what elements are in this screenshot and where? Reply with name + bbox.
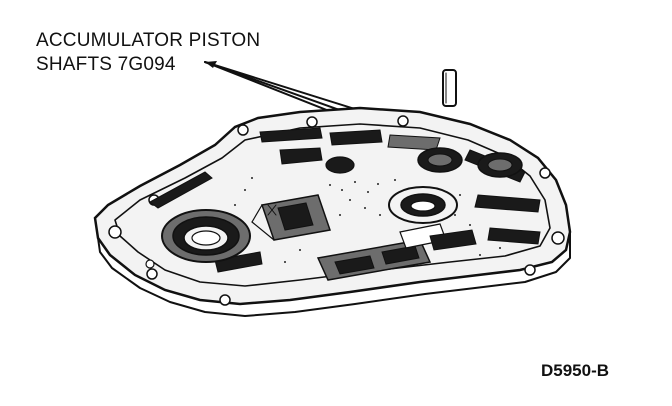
surface-stipple [234, 177, 501, 263]
callout-line-1: ACCUMULATOR PISTON [36, 30, 260, 51]
figure-id: D5950-B [541, 361, 609, 380]
case-cover-housing [93, 106, 572, 317]
accumulator-piston-shaft-loose [442, 69, 457, 107]
leader-arrowhead [205, 61, 217, 68]
callout-line-2: SHAFTS 7G094 [36, 54, 176, 75]
callout-label: ACCUMULATOR PISTON SHAFTS 7G094 [36, 30, 260, 75]
secondary-bore [388, 186, 458, 224]
lower-valve-rail [316, 223, 477, 281]
accumulator-bores [325, 147, 523, 178]
main-bore-seal [161, 209, 251, 263]
valve-body-section [251, 194, 331, 241]
